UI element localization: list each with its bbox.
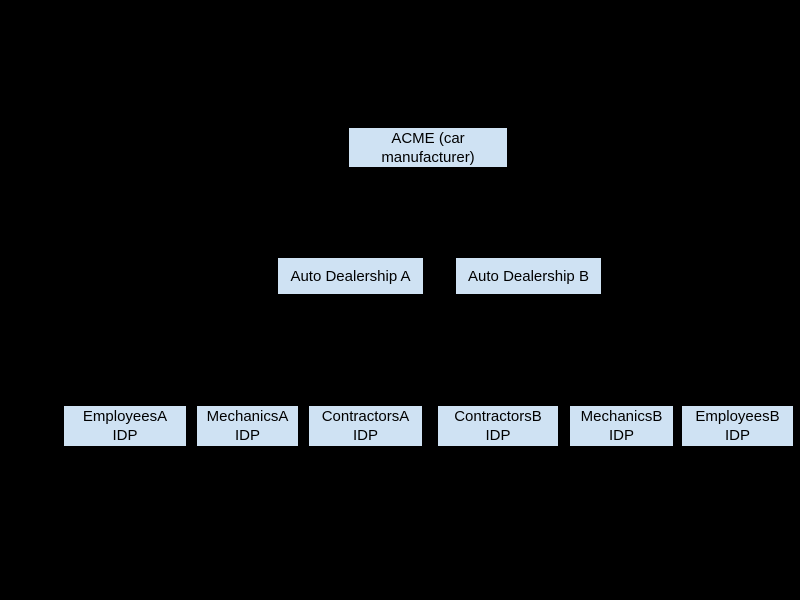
node-employees-a-idp: EmployeesA IDP: [63, 405, 187, 447]
node-mechanics-a-idp: MechanicsA IDP: [196, 405, 299, 447]
node-acme-car-manufacturer: ACME (car manufacturer): [348, 127, 508, 168]
node-mechanics-b-idp: MechanicsB IDP: [569, 405, 674, 447]
node-employees-b-idp: EmployeesB IDP: [681, 405, 794, 447]
node-contractors-b-idp: ContractorsB IDP: [437, 405, 559, 447]
node-auto-dealership-a: Auto Dealership A: [277, 257, 424, 295]
node-auto-dealership-b: Auto Dealership B: [455, 257, 602, 295]
node-contractors-a-idp: ContractorsA IDP: [308, 405, 423, 447]
